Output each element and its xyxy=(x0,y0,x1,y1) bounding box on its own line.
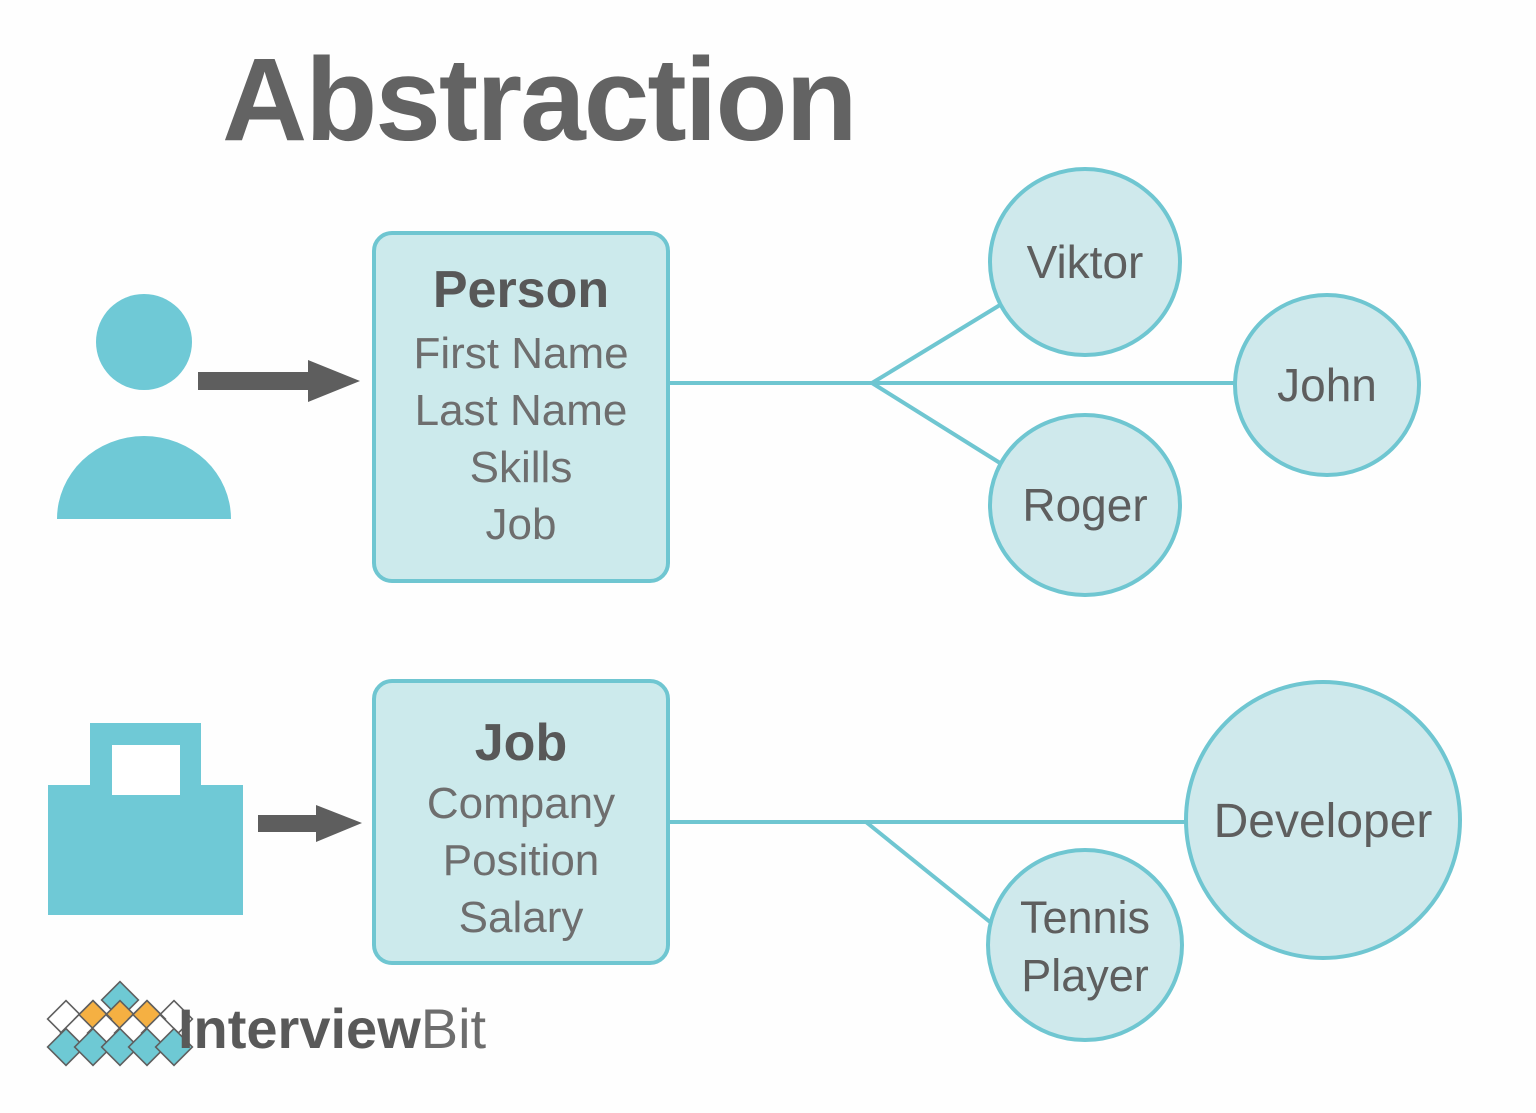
logo-diamond-mark xyxy=(46,980,194,1067)
viktor-circle-shape xyxy=(988,167,1182,357)
person-attr-first-name: First Name xyxy=(413,329,628,378)
interviewbit-logo[interactable]: InterviewBit xyxy=(46,980,487,1067)
logo-wordmark: InterviewBit xyxy=(178,997,487,1060)
person-box-shape xyxy=(372,231,670,583)
connector-job-tennis xyxy=(864,820,1002,932)
person-attr-skills: Skills xyxy=(470,443,573,492)
arrow-right-icon-person xyxy=(198,360,360,402)
developer-label: Developer xyxy=(1214,795,1433,848)
briefcase-icon xyxy=(48,723,243,915)
instance-node-tennis-player[interactable]: Tennis Player xyxy=(986,848,1184,1042)
tennis-player-label-line1: Tennis xyxy=(1020,892,1150,943)
logo-word-bit: Bit xyxy=(421,997,487,1060)
person-connectors xyxy=(670,303,1240,465)
tennis-player-label-line2: Player xyxy=(1021,950,1149,1001)
roger-circle-shape xyxy=(988,413,1182,597)
connector-person-roger xyxy=(870,381,1002,465)
instance-node-john[interactable]: John xyxy=(1233,293,1421,477)
viktor-label: Viktor xyxy=(1027,236,1144,288)
roger-label: Roger xyxy=(1022,479,1147,531)
entity-box-job[interactable]: Job Company Position Salary xyxy=(372,679,670,965)
job-attr-salary: Salary xyxy=(459,893,584,942)
instance-node-developer[interactable]: Developer xyxy=(1184,680,1462,960)
job-attr-position: Position xyxy=(443,836,600,885)
page-title: Abstraction xyxy=(222,34,856,166)
arrow-right-icon-job xyxy=(258,805,362,842)
person-icon xyxy=(57,294,231,519)
instance-node-viktor[interactable]: Viktor xyxy=(988,167,1182,357)
job-connectors xyxy=(670,820,1188,932)
logo-word-interview: Interview xyxy=(178,997,421,1060)
person-attr-job: Job xyxy=(486,500,557,549)
developer-circle-shape xyxy=(1184,680,1462,960)
entity-box-person[interactable]: Person First Name Last Name Skills Job xyxy=(372,231,670,583)
job-box-title: Job xyxy=(475,714,567,772)
connector-person-viktor xyxy=(870,303,1002,385)
person-attr-last-name: Last Name xyxy=(415,386,628,435)
instance-node-roger[interactable]: Roger xyxy=(988,413,1182,597)
job-box-shape xyxy=(372,679,670,965)
person-box-title: Person xyxy=(433,261,609,319)
tennis-player-circle-shape xyxy=(986,848,1184,1042)
job-attr-company: Company xyxy=(427,779,615,828)
john-circle-shape xyxy=(1233,293,1421,477)
john-label: John xyxy=(1277,359,1377,411)
